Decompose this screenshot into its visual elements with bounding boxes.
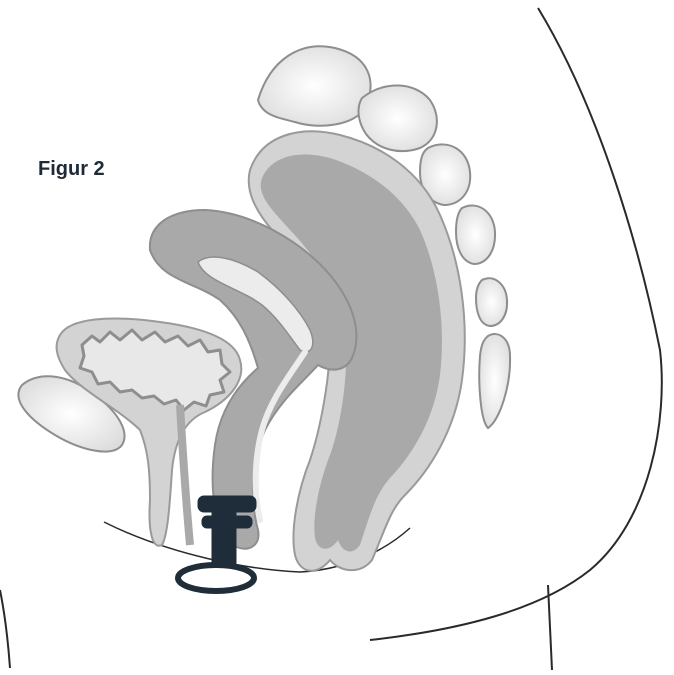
urethra bbox=[180, 405, 190, 545]
body-outline-front bbox=[0, 590, 10, 668]
device-ring bbox=[178, 565, 254, 591]
body-outline-leg bbox=[548, 585, 552, 670]
vertebra-1 bbox=[258, 46, 371, 125]
vertebra-4 bbox=[456, 205, 495, 264]
vertebra-5 bbox=[476, 278, 507, 326]
figure-label: Figur 2 bbox=[38, 158, 105, 181]
vertebra-2 bbox=[359, 85, 437, 151]
device-stem bbox=[212, 505, 236, 567]
vertebra-6 bbox=[479, 334, 510, 428]
